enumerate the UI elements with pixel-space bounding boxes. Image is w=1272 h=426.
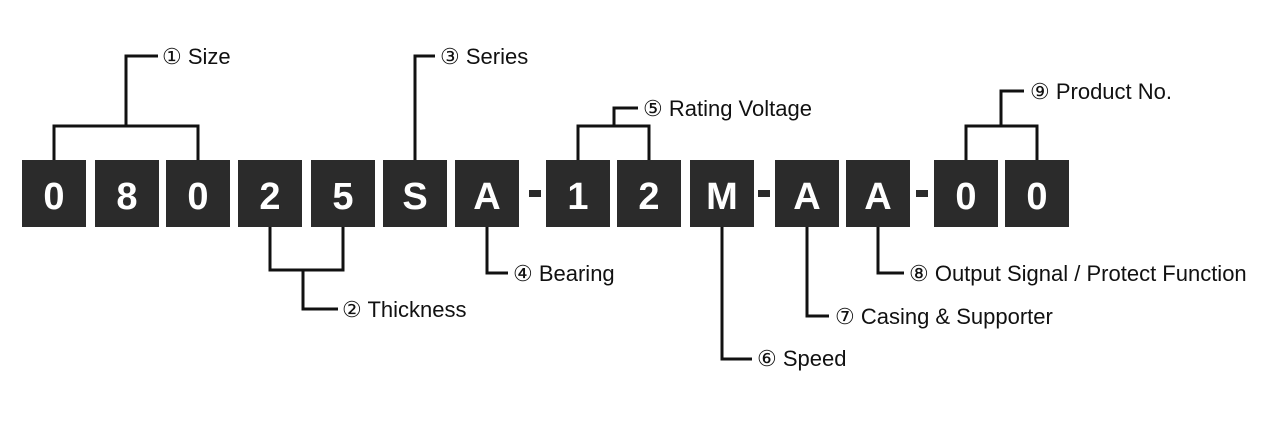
rating-voltage-connector (576, 106, 651, 160)
char-12: A (864, 176, 891, 218)
char-8: 1 (567, 176, 588, 218)
label-casing: ⑦ Casing & Supporter (835, 304, 1053, 329)
label-rating-voltage: ⑤ Rating Voltage (643, 96, 812, 121)
label-speed: ⑥ Speed (757, 346, 846, 371)
char-box-2 (95, 160, 159, 227)
char-box-6 (383, 160, 447, 227)
separator-2 (758, 190, 770, 197)
char-5: 5 (332, 176, 353, 218)
label-output: ⑧ Output Signal / Protect Function (909, 261, 1247, 286)
char-box-7 (455, 160, 519, 227)
labels: ① Size ② Thickness ③ Series ④ Bearing ⑤ … (162, 44, 1247, 371)
char-4: 2 (259, 176, 280, 218)
size-connector (52, 54, 200, 160)
char-11: A (793, 176, 820, 218)
char-box-12 (846, 160, 910, 227)
code-boxes: 0 8 0 2 5 S A 1 2 M A A 0 0 (22, 160, 1069, 227)
char-7: A (473, 176, 500, 218)
series-connector (413, 54, 435, 160)
label-series: ③ Series (440, 44, 528, 69)
char-box-14 (1005, 160, 1069, 227)
char-box-11 (775, 160, 839, 227)
char-14: 0 (1026, 176, 1047, 218)
output-connector (876, 227, 904, 275)
char-box-1 (22, 160, 86, 227)
thickness-connector (268, 227, 345, 311)
char-box-5 (311, 160, 375, 227)
char-3: 0 (187, 176, 208, 218)
char-10: M (706, 176, 738, 218)
char-6: S (402, 176, 427, 218)
char-box-13 (934, 160, 998, 227)
char-1: 0 (43, 176, 64, 218)
char-box-4 (238, 160, 302, 227)
char-box-8 (546, 160, 610, 227)
separator-3 (916, 190, 928, 197)
label-size: ① Size (162, 44, 231, 69)
label-thickness: ② Thickness (342, 297, 466, 322)
connector-lines (52, 54, 1039, 361)
char-9: 2 (638, 176, 659, 218)
char-13: 0 (955, 176, 976, 218)
product-no-connector (964, 89, 1039, 160)
casing-connector (805, 227, 829, 318)
bearing-connector (485, 227, 508, 275)
char-2: 8 (116, 176, 137, 218)
char-box-10 (690, 160, 754, 227)
separator-1 (529, 190, 541, 197)
char-box-3 (166, 160, 230, 227)
label-product-no: ⑨ Product No. (1030, 79, 1172, 104)
speed-connector (720, 227, 752, 361)
label-bearing: ④ Bearing (513, 261, 615, 286)
char-box-9 (617, 160, 681, 227)
